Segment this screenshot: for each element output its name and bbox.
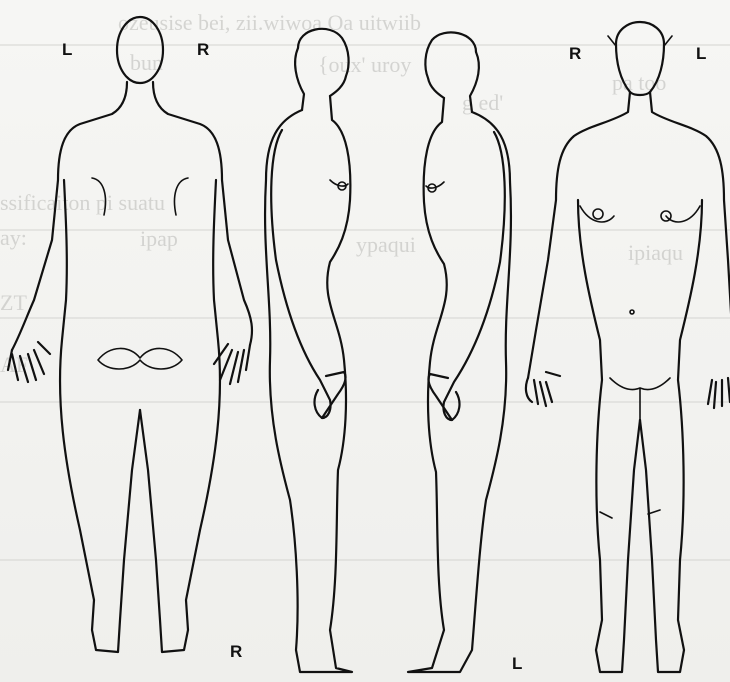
side-view-left-label: L: [512, 654, 522, 674]
figure-side-view-right: [265, 29, 352, 672]
bleed-text-5: ssificaiton pi suatu: [0, 190, 165, 215]
bleed-text-8: ypaqui: [356, 232, 416, 257]
bleed-text-6: ay:: [0, 225, 27, 250]
bleed-text-10: ipiaqu: [628, 240, 683, 265]
figure-back-view: [8, 17, 252, 652]
figure-side-view-left: [408, 32, 511, 672]
bleed-text-3: {oux' uroy: [318, 52, 411, 77]
front-view-right-label: R: [569, 44, 581, 64]
front-view-left-label: L: [696, 44, 706, 64]
back-view-right-label: R: [197, 40, 209, 60]
bleed-text-1: ozeusise bei, zii.wiwoa Oa uitwiib: [118, 10, 421, 35]
bleed-text-11: ZT: [0, 290, 27, 315]
paper-background: ozeusise bei, zii.wiwoa Oa uitwiib bun {…: [0, 10, 730, 560]
side-view-right-label: R: [230, 642, 242, 662]
back-view-left-label: L: [62, 40, 72, 60]
bleed-text-7: ipap: [140, 226, 178, 251]
figure-front-view: [526, 22, 730, 672]
bleed-text-4: g ed': [462, 90, 503, 115]
